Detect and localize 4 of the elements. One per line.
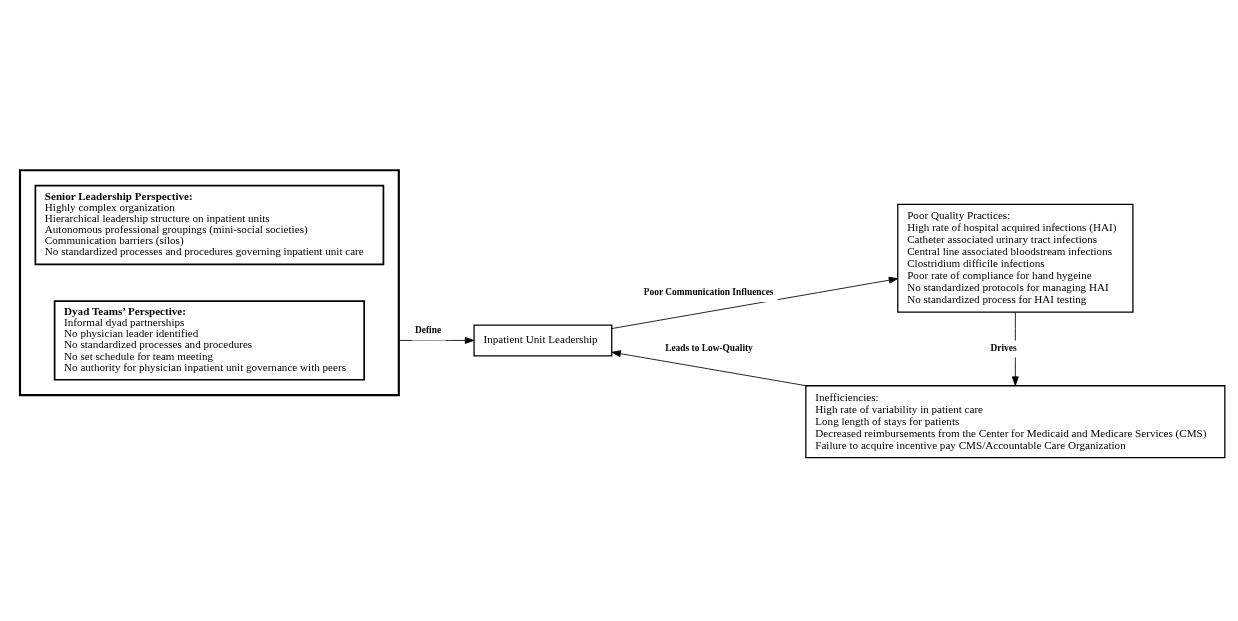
edge-label: Leads to Low-Quality [665,342,753,353]
edge-label: Poor Communication Influences [643,286,774,297]
edge-label: Drives [990,342,1017,353]
edge-label: Define [415,325,442,336]
